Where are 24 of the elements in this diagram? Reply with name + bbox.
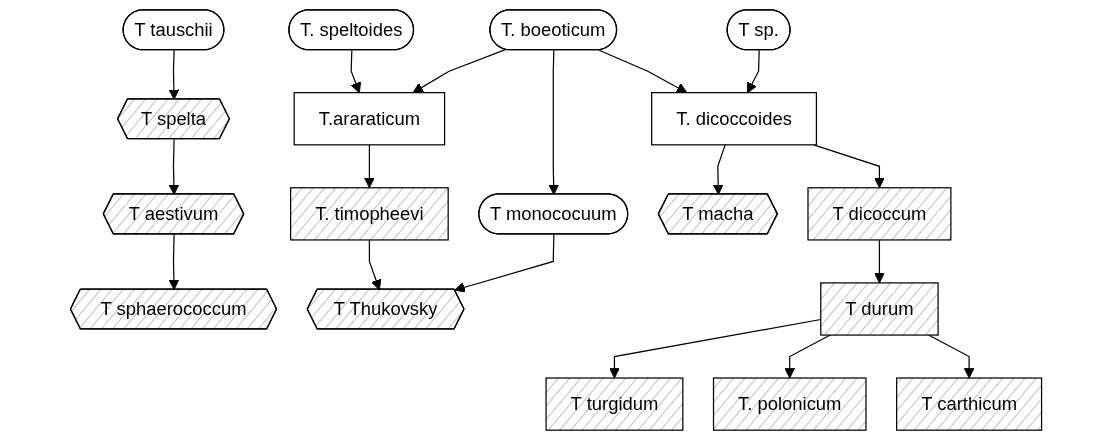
arrow <box>784 334 831 379</box>
arrow <box>813 144 885 189</box>
node-box: T turgidum <box>545 377 684 431</box>
arrow <box>412 49 506 94</box>
node-box: T. polonicum <box>712 377 867 431</box>
arrow <box>712 144 726 195</box>
arrow <box>928 334 975 379</box>
arrow <box>168 49 180 100</box>
node-box: T. timopheevi <box>290 187 449 241</box>
arrow <box>168 233 180 291</box>
arrow <box>598 49 688 94</box>
node-box: T durum <box>820 282 939 336</box>
arrow <box>454 233 555 293</box>
arrow <box>350 49 361 94</box>
arrow <box>548 49 560 195</box>
node-box: T. dicoccoides <box>651 92 817 146</box>
arrow <box>747 49 760 94</box>
arrow <box>364 144 375 189</box>
arrow <box>168 138 180 195</box>
arrow <box>874 239 885 284</box>
node-box: T carthicum <box>896 377 1043 431</box>
arrow <box>368 239 382 291</box>
node-box: T.araraticum <box>293 92 446 146</box>
node-box: T dicoccum <box>807 187 952 241</box>
